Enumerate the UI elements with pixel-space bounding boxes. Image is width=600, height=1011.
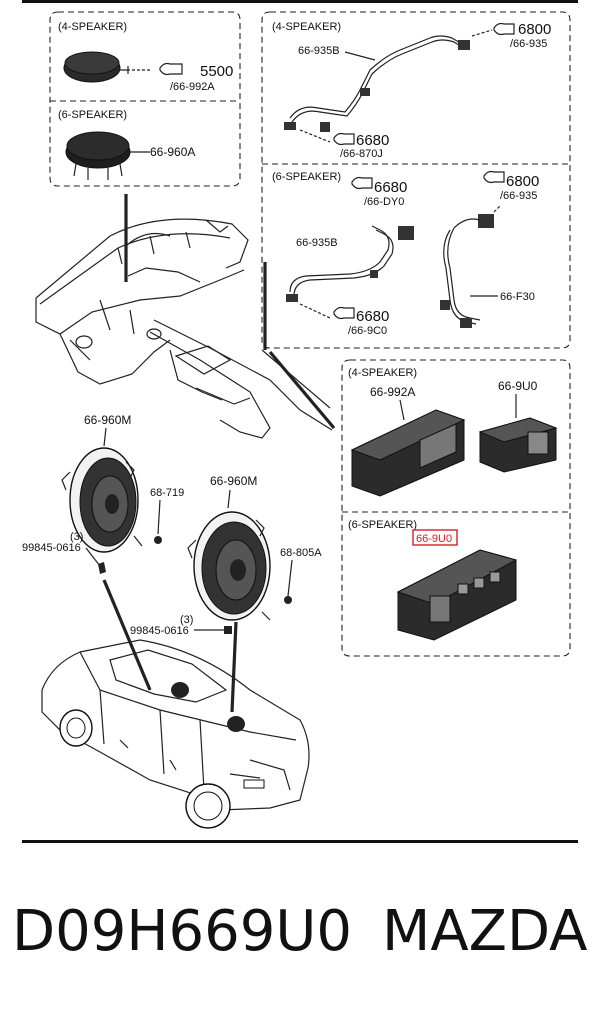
svg-text:/66-9C0: /66-9C0 [348, 325, 387, 337]
svg-text:/66-935: /66-935 [510, 38, 547, 50]
harness-4speaker-graphic [284, 29, 493, 143]
connector-ref-6680-c: 6680 /66-9C0 [333, 306, 389, 337]
qty-label-b: (3) [180, 614, 193, 626]
amplifier-box: (4-SPEAKER) (6-SPEAKER) 66-992A 66-9U0 6… [341, 359, 571, 657]
speaker-rear-graphic [187, 511, 271, 621]
screw-label-68-805a: 68-805A [280, 547, 322, 559]
speaker-label-66-960m-rear: 66-960M [210, 474, 257, 488]
ref-66-992a: /66-992A [170, 81, 215, 93]
section-label-6speaker-a: (6-SPEAKER) [58, 109, 127, 121]
bolt-label-99845-0616-a: 99845-0616 [22, 542, 81, 554]
svg-text:6800: 6800 [506, 173, 539, 190]
part-number: D09H669U0 [12, 899, 352, 964]
screw-label-68-719: 68-719 [150, 487, 184, 499]
svg-text:6680: 6680 [374, 179, 407, 196]
brand-name: MAZDA [382, 899, 588, 964]
svg-text:6680: 6680 [356, 308, 389, 325]
section-label-6speaker-c: (6-SPEAKER) [348, 519, 417, 531]
speakers-illustration: 66-960M 68-719 (3) 99845-0616 66-960M 68… [22, 413, 322, 637]
tweeter-box: (4-SPEAKER) (6-SPEAKER) 5500 /66-992A 66… [49, 11, 241, 187]
top-rule [22, 0, 578, 3]
tweeter-cover-graphic [63, 51, 150, 83]
bottom-rule [22, 840, 578, 843]
harness-66-935b-b: 66-935B [296, 237, 338, 249]
part-66-960a: 66-960A [150, 145, 195, 159]
section-label-6speaker-b: (6-SPEAKER) [272, 171, 341, 183]
leader-front-door [102, 579, 152, 691]
part-5500: 5500 [200, 63, 233, 80]
leader-rear-door [230, 621, 238, 713]
harness-66-935b-a: 66-935B [298, 45, 340, 57]
svg-text:/66-DY0: /66-DY0 [364, 196, 404, 208]
qty-label-a: (3) [70, 531, 83, 543]
dashboard-illustration [35, 194, 336, 439]
unit-label-66-992a: 66-992A [370, 385, 415, 399]
unit-label-66-9u0: 66-9U0 [498, 379, 538, 393]
unit-66-9u0-graphic [478, 394, 558, 473]
unit-6speaker-graphic [396, 549, 518, 641]
connector-ref-6800-b: 6800 /66-935 [483, 170, 539, 202]
harness-box: (4-SPEAKER) (6-SPEAKER) 66-935B 6800 /66… [261, 11, 571, 349]
parts-diagram: (4-SPEAKER) (6-SPEAKER) 5500 /66-992A 66… [22, 11, 571, 829]
unit-label-66-9u0-highlighted: 66-9U0 [416, 533, 452, 545]
bolt-label-99845-0616-b: 99845-0616 [130, 625, 189, 637]
svg-text:/66-935: /66-935 [500, 190, 537, 202]
highlight-box [412, 529, 458, 546]
connector-ref-5500: 5500 /66-992A [159, 62, 233, 93]
harness-66-f30: 66-F30 [500, 291, 535, 303]
connector-ref-6680-b: 6680 /66-DY0 [351, 176, 407, 208]
footer: D09H669U0 MAZDA [0, 896, 600, 976]
svg-text:/66-870J: /66-870J [340, 148, 383, 160]
unit-66-992a-graphic [350, 399, 466, 497]
car-illustration [41, 639, 310, 829]
svg-text:6800: 6800 [518, 21, 551, 38]
section-label-4speaker-b: (4-SPEAKER) [272, 21, 341, 33]
speaker-label-66-960m-front: 66-960M [84, 413, 131, 427]
tweeter-6speaker-graphic: 66-960A [65, 131, 195, 180]
section-label-4speaker-c: (4-SPEAKER) [348, 367, 417, 379]
section-label-4speaker-a: (4-SPEAKER) [58, 21, 127, 33]
harness-6speaker-graphic [286, 205, 501, 328]
speaker-front-graphic [61, 447, 143, 553]
connector-ref-6680-a: 6680 /66-870J [333, 132, 389, 160]
connector-ref-6800-a: 6800 /66-935 [493, 21, 551, 50]
svg-text:6680: 6680 [356, 132, 389, 149]
